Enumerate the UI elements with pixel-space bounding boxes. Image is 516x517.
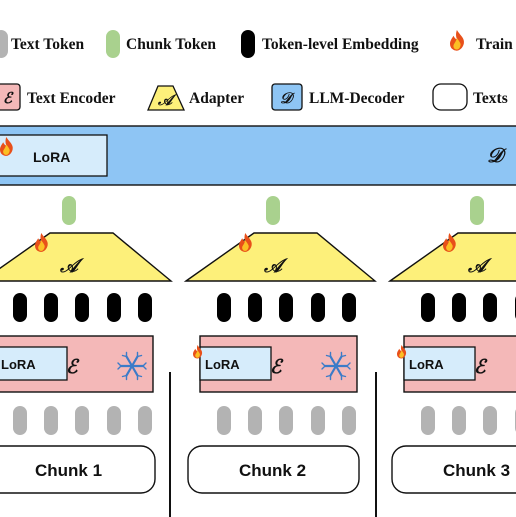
chunk-token xyxy=(266,196,280,225)
embedding-swatch xyxy=(241,30,255,58)
token-embedding xyxy=(279,293,293,322)
decoder-symbol-main: 𝒟 xyxy=(487,143,507,167)
legend-adapter: 𝒜 Adapter xyxy=(147,85,244,111)
legend-adapter-label: Adapter xyxy=(189,90,244,107)
encoder-lora-label: LoRA xyxy=(409,357,444,372)
text-token xyxy=(421,406,435,435)
encoder-lora-label: LoRA xyxy=(1,357,36,372)
text-token-swatch xyxy=(0,30,8,58)
legend-texts-label: Texts xyxy=(473,90,508,107)
chunk-label: Chunk 2 xyxy=(239,461,306,480)
token-embedding xyxy=(248,293,262,322)
encoder-lora-label: LoRA xyxy=(205,357,240,372)
adapter-swatch xyxy=(147,85,186,111)
text-token xyxy=(483,406,497,435)
chunk-label: Chunk 1 xyxy=(35,461,102,480)
token-embedding xyxy=(311,293,325,322)
legend-trainable: Train xyxy=(450,30,513,53)
token-embedding xyxy=(138,293,152,322)
legend-text-token-label: Text Token xyxy=(11,36,84,53)
text-token xyxy=(217,406,231,435)
legend-text-encoder: ℰ Text Encoder xyxy=(0,83,116,111)
legend-token-embedding: Token-level Embedding xyxy=(241,30,419,58)
decoder-symbol: 𝒟 xyxy=(280,89,295,107)
token-embedding xyxy=(217,293,231,322)
decoder-lora-box xyxy=(0,134,108,177)
adapter-block xyxy=(387,232,516,282)
text-token xyxy=(248,406,262,435)
legend-chunk-token: Chunk Token xyxy=(106,30,216,58)
llm-decoder-block: LoRA 𝒟 xyxy=(0,125,516,186)
adapter-block xyxy=(183,232,377,282)
chunk-text-box xyxy=(391,445,516,494)
legend-text-token: Text Token xyxy=(0,30,84,58)
text-token xyxy=(138,406,152,435)
encoder-symbol: ℰ xyxy=(474,356,488,378)
text-token xyxy=(452,406,466,435)
encoder-symbol: ℰ xyxy=(66,356,80,378)
text-token xyxy=(13,406,27,435)
legend-text-encoder-label: Text Encoder xyxy=(27,90,116,107)
texts-swatch xyxy=(432,83,468,111)
legend-trainable-label: Train xyxy=(476,36,513,53)
decoder-lora-label: LoRA xyxy=(33,149,70,165)
token-embedding xyxy=(107,293,121,322)
legend-token-embedding-label: Token-level Embedding xyxy=(262,36,419,53)
text-token xyxy=(279,406,293,435)
text-token xyxy=(75,406,89,435)
legend-llm-decoder-label: LLM-Decoder xyxy=(309,90,405,107)
chunk-token xyxy=(470,196,484,225)
encoder-symbol: ℰ xyxy=(3,89,14,107)
text-token xyxy=(342,406,356,435)
legend-llm-decoder: 𝒟 LLM-Decoder xyxy=(271,83,405,111)
encoder-swatch xyxy=(0,83,21,111)
chunk-text-box xyxy=(0,445,156,494)
decoder-swatch xyxy=(271,83,303,111)
fire-icon xyxy=(450,30,464,51)
token-embedding xyxy=(483,293,497,322)
token-embedding xyxy=(13,293,27,322)
chunk-label: Chunk 3 xyxy=(443,461,510,480)
chunk-text-box xyxy=(187,445,360,494)
token-embedding xyxy=(44,293,58,322)
token-embedding xyxy=(421,293,435,322)
encoder-lora-box xyxy=(0,346,68,381)
token-embedding xyxy=(452,293,466,322)
chunk-token xyxy=(62,196,76,225)
text-token xyxy=(44,406,58,435)
chunk-token-swatch xyxy=(106,30,120,58)
encoder-lora-box xyxy=(403,346,476,381)
encoder-lora-box xyxy=(199,346,272,381)
token-embedding xyxy=(75,293,89,322)
encoder-symbol: ℰ xyxy=(270,356,284,378)
text-token xyxy=(311,406,325,435)
text-token xyxy=(107,406,121,435)
legend-chunk-token-label: Chunk Token xyxy=(126,36,216,53)
legend-texts: Texts xyxy=(432,83,508,111)
adapter-block xyxy=(0,232,173,282)
token-embedding xyxy=(342,293,356,322)
